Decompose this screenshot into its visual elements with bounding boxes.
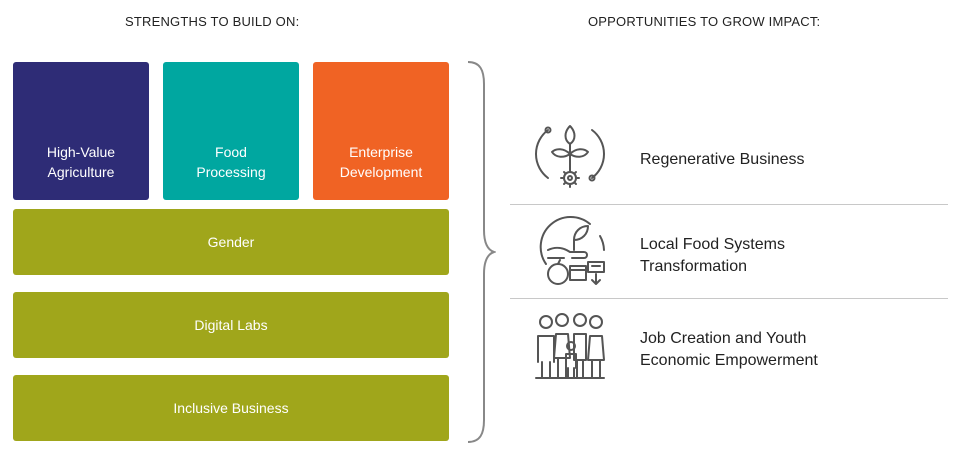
bar-label: Gender [207,234,255,250]
opportunity-row: Regenerative Business [510,112,948,204]
opportunity-label: Regenerative Business [640,151,805,168]
divider [510,298,948,299]
people-group-icon [535,313,605,379]
strengths-heading: STRENGTHS TO BUILD ON: [125,14,300,29]
tile-label: Enterprise Development [339,144,423,180]
tile-label: Food Processing [196,144,266,180]
opportunity-label: Local Food Systems Transformation [640,236,785,275]
bar-inclusive-business: Inclusive Business [13,375,449,441]
plant-gear-icon [535,125,605,188]
opportunity-row: Job Creation and Youth Economic Empowerm… [510,300,948,392]
bar-label: Inclusive Business [173,400,289,416]
opportunities-heading: OPPORTUNITIES TO GROW IMPACT: [588,14,821,29]
curly-brace-icon [467,61,496,443]
tile-food-processing: Food Processing [163,62,299,200]
bar-digital-labs: Digital Labs [13,292,449,358]
opportunity-label: Job Creation and Youth Economic Empowerm… [640,330,818,369]
opportunity-row: Local Food Systems Transformation [510,206,948,298]
bar-gender: Gender [13,209,449,275]
divider [510,204,948,205]
bar-label: Digital Labs [194,317,268,333]
tile-high-value-agriculture: High-Value Agriculture [13,62,149,200]
food-systems-icon [539,216,605,285]
tile-enterprise-development: Enterprise Development [313,62,449,200]
tile-label: High-Value Agriculture [46,144,116,180]
